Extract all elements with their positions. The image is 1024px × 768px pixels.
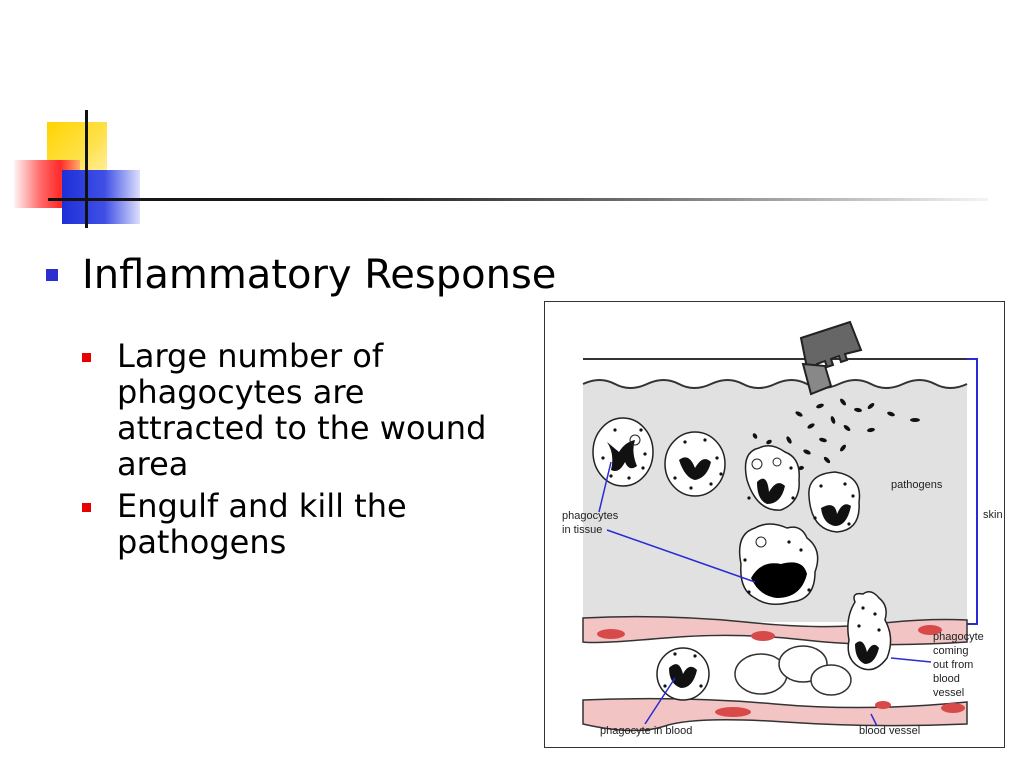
- phagocyte-cell: [656, 647, 710, 701]
- phagocyte-cell: [847, 591, 892, 671]
- phagocyte-cell: [592, 417, 654, 487]
- blue-square-bullet: [46, 269, 58, 281]
- red-blood-cell: [941, 703, 965, 713]
- bullet-text: Engulf and kill the pathogens: [117, 487, 407, 561]
- title-row: Inflammatory Response: [46, 252, 556, 298]
- red-blood-cell: [810, 664, 852, 696]
- deco-vertical-line: [85, 110, 88, 228]
- pointer-line: [606, 529, 756, 583]
- label-pathogens: pathogens: [891, 479, 943, 491]
- phagocyte-cell: [738, 523, 819, 605]
- label-blood-vessel: blood vessel: [859, 725, 920, 737]
- inflammation-diagram: pathogens skin phagocytes in tissue phag…: [544, 301, 1005, 748]
- label-phagocytes-tissue-line2: in tissue: [562, 524, 602, 536]
- label-phagocyte-in-blood: phagocyte in blood: [600, 725, 692, 737]
- deco-horizontal-rule: [48, 198, 988, 201]
- skin-wavy-line: [582, 379, 968, 389]
- diagram-svg: pathogens skin phagocytes in tissue phag…: [562, 320, 1003, 737]
- list-item: Engulf and kill the pathogens: [82, 488, 502, 560]
- phagocyte-cell: [664, 431, 726, 497]
- bullet-list: Large number of phagocytes are attracted…: [82, 338, 502, 566]
- label-phagocyte-out-line5: vessel: [933, 687, 964, 699]
- red-blood-cell: [715, 707, 751, 717]
- skin-bracket: [967, 358, 978, 625]
- pathogen-cluster: [752, 398, 920, 471]
- phagocyte-cell: [744, 445, 800, 511]
- label-phagocyte-out-line2: coming: [933, 645, 968, 657]
- pointer-line: [598, 461, 612, 513]
- deco-blue-square: [62, 170, 140, 224]
- pointer-line: [890, 657, 932, 663]
- red-blood-cell: [751, 631, 775, 641]
- pointer-line: [870, 713, 878, 727]
- red-square-bullet: [82, 503, 91, 512]
- title-decoration: [0, 0, 1024, 240]
- red-blood-cell: [875, 701, 891, 709]
- vessel-lower-wall: [582, 697, 968, 732]
- pointer-line: [644, 677, 676, 725]
- label-skin: skin: [983, 509, 1003, 521]
- slide-title: Inflammatory Response: [82, 252, 557, 298]
- red-square-bullet: [82, 353, 91, 362]
- bullet-text: Large number of phagocytes are attracted…: [117, 337, 487, 483]
- red-blood-cell: [918, 625, 942, 635]
- label-phagocyte-out-line3: out from: [933, 659, 973, 671]
- razor-blade-icon: [799, 320, 863, 396]
- label-phagocyte-out-line4: blood: [933, 673, 960, 685]
- label-phagocyte-out-line1: phagocyte: [933, 631, 984, 643]
- list-item: Large number of phagocytes are attracted…: [82, 338, 502, 482]
- label-phagocytes-tissue-line1: phagocytes: [562, 510, 619, 522]
- phagocyte-cell: [808, 471, 861, 533]
- red-blood-cell: [597, 629, 625, 639]
